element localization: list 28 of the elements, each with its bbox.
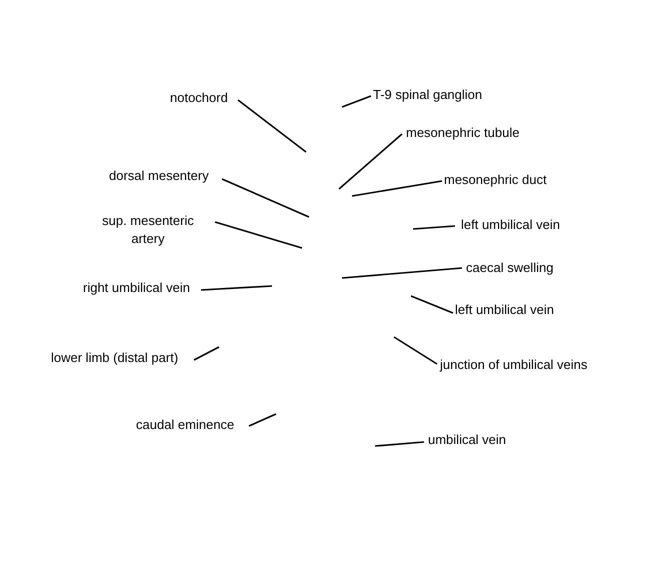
part-label: junction of umbilical veins xyxy=(440,356,588,374)
part-label: T-9 spinal ganglion xyxy=(373,86,482,104)
leader-line xyxy=(238,99,306,153)
part-label: umbilical vein xyxy=(428,431,506,449)
leader-line xyxy=(200,285,272,291)
leader-line xyxy=(342,267,462,279)
leader-line xyxy=(342,95,372,108)
part-label: caudal eminence xyxy=(136,416,234,434)
leader-line xyxy=(194,346,220,361)
part-label: mesonephric duct xyxy=(444,171,547,189)
leader-line xyxy=(374,441,424,447)
leader-line xyxy=(248,413,276,427)
part-label: left umbilical vein xyxy=(461,216,560,234)
part-label: notochord xyxy=(170,89,228,107)
leader-line xyxy=(214,221,302,249)
leader-line xyxy=(412,225,456,230)
part-label: sup. mesenteric artery xyxy=(100,212,196,248)
part-label: left umbilical vein xyxy=(455,301,554,319)
part-label: lower limb (distal part) xyxy=(51,349,178,367)
part-label: caecal swelling xyxy=(466,259,554,277)
leader-line xyxy=(394,336,438,365)
leader-line xyxy=(222,178,310,218)
leader-line xyxy=(410,295,454,314)
part-label: dorsal mesentery xyxy=(109,167,209,185)
part-label: mesonephric tubule xyxy=(406,124,520,142)
leader-line xyxy=(338,133,403,190)
part-label: right umbilical vein xyxy=(83,279,190,297)
leader-line xyxy=(352,180,442,197)
